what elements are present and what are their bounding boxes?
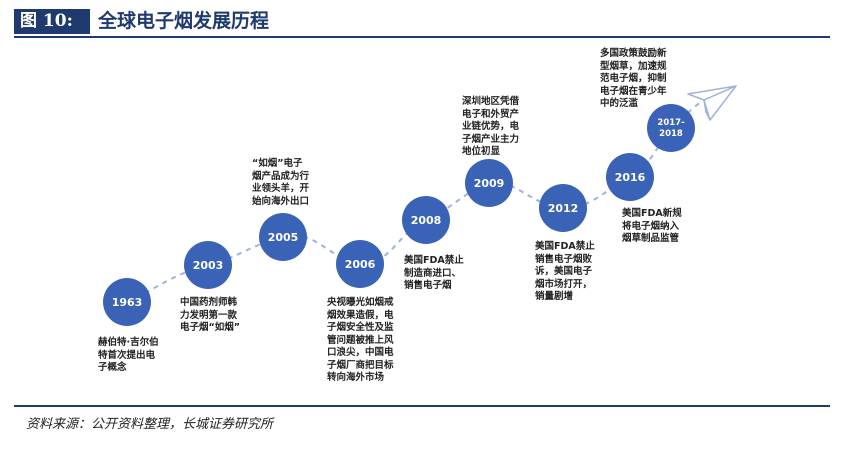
milestone-circle <box>606 153 654 201</box>
milestone-node-2: 2005 <box>259 213 307 261</box>
description-line: 始向海外出口 <box>252 195 310 207</box>
figure-label: 图 10: <box>14 9 90 34</box>
milestone-description-0: 赫伯特·吉尔伯特首次提出电子概念 <box>98 337 159 375</box>
description-line: 烟草制品监管 <box>622 233 680 244</box>
description-line: 业链优势，电 <box>462 121 520 132</box>
description-line: 销售电子烟 <box>404 280 452 291</box>
figure-header: 图 10: 全球电子烟发展历程 <box>14 6 830 38</box>
milestone-year: 2008 <box>411 214 442 227</box>
description-line: 美国FDA禁止 <box>404 255 464 266</box>
description-line: “如烟”电子 <box>252 158 303 169</box>
description-line: 中国药剂师韩 <box>180 297 238 308</box>
description-line: 多国政策鼓励新 <box>600 48 667 59</box>
source-note: 资料来源：公开资料整理，长城证券研究所 <box>26 417 274 432</box>
milestone-node-8: 2017-2018 <box>647 104 695 152</box>
timeline-path <box>126 91 723 303</box>
milestone-year: 2006 <box>345 258 376 271</box>
description-line: 将电子烟纳入 <box>622 220 680 232</box>
milestone-description-2: “如烟”电子烟产品成为行业领头羊，开始向海外出口 <box>252 158 309 208</box>
description-line: 电子烟在青少年 <box>600 85 667 97</box>
milestone-description-8: 多国政策鼓励新型烟草，加速规范电子烟，抑制电子烟在青少年中的泛滥 <box>600 48 667 111</box>
description-line: 制造商进口、 <box>404 267 462 279</box>
milestone-circle <box>184 241 232 289</box>
description-line: 电子烟“如烟” <box>180 322 240 333</box>
milestone-year: 2017- <box>657 118 685 128</box>
milestone-node-1: 2003 <box>184 241 232 289</box>
description-line: 地位初显 <box>462 146 501 157</box>
description-line: 烟市场打开， <box>535 278 593 290</box>
milestone-year: 2016 <box>615 171 646 184</box>
milestone-node-3: 2006 <box>336 240 384 288</box>
description-line: 业领头羊，开 <box>252 183 310 194</box>
description-line: 深圳地区凭借 <box>462 96 520 107</box>
milestone-year: 2009 <box>474 177 505 190</box>
description-line: 型烟草，加速规 <box>600 60 667 72</box>
description-line: 电子和外贸产 <box>462 108 520 120</box>
description-line: 美国FDA新规 <box>622 208 682 219</box>
description-line: 转向海外市场 <box>327 372 385 383</box>
milestone-node-0: 1963 <box>103 278 151 326</box>
description-line: 口浪尖，中国电 <box>327 347 394 358</box>
milestone-description-1: 中国药剂师韩力发明第一款电子烟“如烟” <box>180 297 240 335</box>
description-line: 烟效果造假，电 <box>327 309 394 321</box>
description-line: 中的泛滥 <box>600 98 639 109</box>
milestone-circle <box>103 278 151 326</box>
milestone-node-5: 2009 <box>465 159 513 207</box>
description-line: 央视曝光如烟戒 <box>327 297 394 308</box>
description-line: 美国FDA禁止 <box>535 241 595 252</box>
description-line: 子概念 <box>98 362 127 373</box>
description-line: 力发明第一款 <box>180 309 238 321</box>
milestone-year: 2018 <box>659 129 683 139</box>
milestone-node-7: 2016 <box>606 153 654 201</box>
milestone-description-6: 美国FDA禁止销售电子烟败诉，美国电子烟市场打开，销量剧增 <box>535 241 595 304</box>
footer-divider <box>14 405 830 407</box>
milestone-node-4: 2008 <box>402 196 450 244</box>
description-line: 子烟厂商把目标 <box>327 359 394 371</box>
milestone-description-5: 深圳地区凭借电子和外贸产业链优势，电子烟产业主力地位初显 <box>462 96 519 159</box>
paper-plane-icon <box>687 85 737 121</box>
description-line: 销量剧增 <box>535 291 574 302</box>
description-line: 销售电子烟败 <box>535 253 593 265</box>
milestone-year: 2005 <box>268 231 299 244</box>
description-line: 诉，美国电子 <box>535 266 593 277</box>
description-line: 子烟安全性及监 <box>327 322 394 333</box>
milestone-description-3: 央视曝光如烟戒烟效果造假，电子烟安全性及监管问题被推上风口浪尖，中国电子烟厂商把… <box>327 297 394 385</box>
milestone-year: 2003 <box>193 259 224 272</box>
milestone-circle <box>647 104 695 152</box>
milestone-circle <box>259 213 307 261</box>
description-line: 烟产品成为行 <box>252 170 310 182</box>
milestone-description-7: 美国FDA新规将电子烟纳入烟草制品监管 <box>622 208 682 246</box>
description-line: 范电子烟，抑制 <box>600 73 667 84</box>
milestone-circle <box>402 196 450 244</box>
milestone-description-4: 美国FDA禁止制造商进口、销售电子烟 <box>404 255 464 293</box>
milestone-year: 2012 <box>548 202 579 215</box>
description-line: 管问题被推上风 <box>327 334 394 346</box>
description-line: 子烟产业主力 <box>462 133 520 145</box>
milestone-node-6: 2012 <box>539 184 587 232</box>
milestone-circle <box>465 159 513 207</box>
description-line: 赫伯特·吉尔伯 <box>98 337 159 348</box>
milestone-circle <box>539 184 587 232</box>
header-divider <box>14 36 830 38</box>
description-line: 特首次提出电 <box>98 349 156 361</box>
milestone-circle <box>336 240 384 288</box>
figure-title: 全球电子烟发展历程 <box>98 10 270 32</box>
milestone-year: 1963 <box>112 296 143 309</box>
